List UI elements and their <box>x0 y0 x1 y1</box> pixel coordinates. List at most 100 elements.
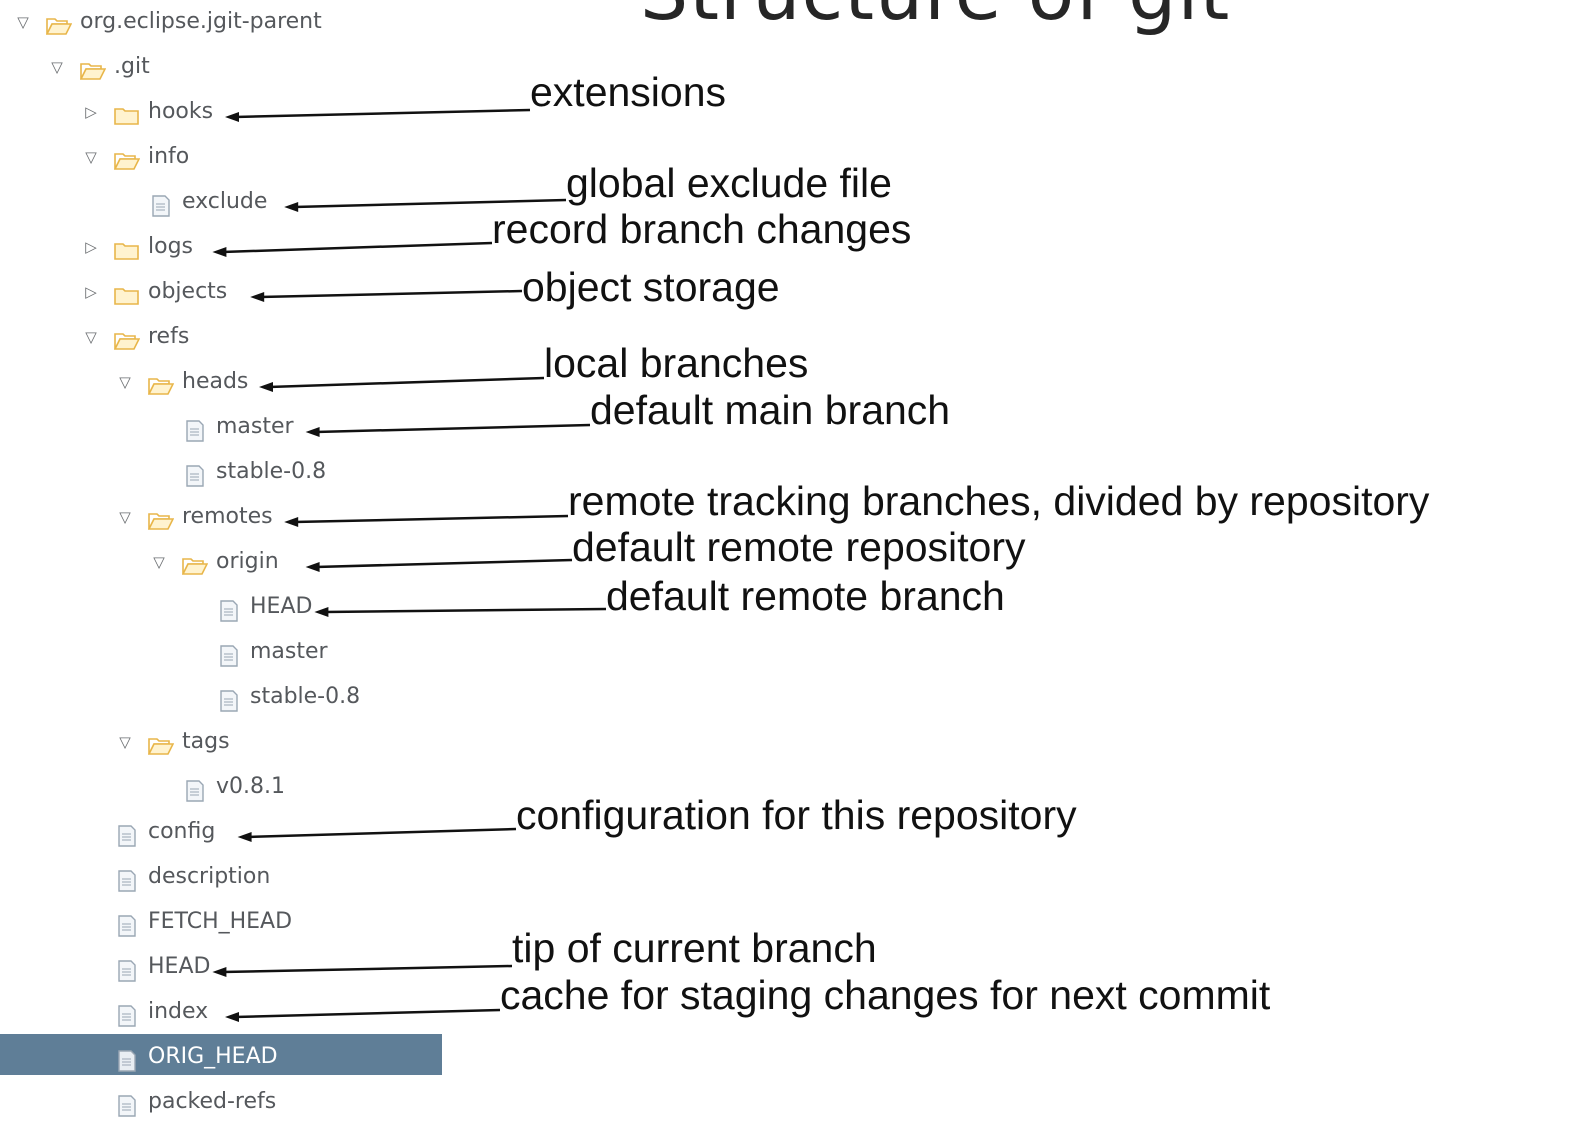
tree-item-root[interactable]: ▽ org.eclipse.jgit-parent <box>0 2 442 42</box>
collapse-toggle-icon[interactable]: ▽ <box>119 508 131 526</box>
tree-item-label: ORIG_HEAD <box>148 1044 278 1069</box>
annotation-exclude: global exclude file <box>566 160 892 206</box>
selection-highlight <box>0 1034 442 1075</box>
tree-item-label: HEAD <box>148 954 211 979</box>
collapse-toggle-icon[interactable]: ▽ <box>119 733 131 751</box>
file-icon <box>182 416 208 442</box>
tree-item-hooks[interactable]: ▷ hooks <box>0 92 442 132</box>
file-icon <box>114 1046 140 1072</box>
folder-open-icon <box>113 326 141 350</box>
folder-open-icon <box>147 731 175 755</box>
expand-toggle-icon[interactable]: ▷ <box>85 238 97 256</box>
tree-item-originmaster[interactable]: master <box>0 632 442 672</box>
tree-item-label: packed-refs <box>148 1089 277 1114</box>
collapse-toggle-icon[interactable]: ▽ <box>17 13 29 31</box>
folder-open-icon <box>181 551 209 575</box>
tree-item-refs[interactable]: ▽ refs <box>0 317 442 357</box>
file-icon <box>114 866 140 892</box>
folder-open-icon <box>147 371 175 395</box>
file-icon <box>114 1091 140 1117</box>
tree-item-label: index <box>148 999 209 1024</box>
tree-item-logs[interactable]: ▷ logs <box>0 227 442 267</box>
tree-item-config[interactable]: config <box>0 812 442 852</box>
tree-item-label: origin <box>216 549 279 574</box>
tree-item-label: v0.8.1 <box>216 774 285 799</box>
tree-item-label: FETCH_HEAD <box>148 909 293 934</box>
tree-item-description[interactable]: description <box>0 857 442 897</box>
tree-item-packedrefs[interactable]: packed-refs <box>0 1082 442 1122</box>
annotation-hooks: extensions <box>530 69 727 115</box>
file-icon <box>182 776 208 802</box>
tree-item-label: master <box>216 414 294 439</box>
annotation-originhead: default remote branch <box>606 573 1005 619</box>
annotation-heads: local branches <box>544 340 809 386</box>
tree-item-label: hooks <box>148 99 214 124</box>
folder-open-icon <box>113 146 141 170</box>
tree-item-originhead[interactable]: HEAD <box>0 587 442 627</box>
tree-item-label: master <box>250 639 328 664</box>
file-icon <box>114 821 140 847</box>
folder-open-icon <box>147 506 175 530</box>
tree-item-git[interactable]: ▽.git <box>0 47 442 87</box>
tree-item-exclude[interactable]: exclude <box>0 182 442 222</box>
tree-item-remotes[interactable]: ▽ remotes <box>0 497 442 537</box>
collapse-toggle-icon[interactable]: ▽ <box>85 148 97 166</box>
tree-item-tags[interactable]: ▽ tags <box>0 722 442 762</box>
tree-item-heads[interactable]: ▽ heads <box>0 362 442 402</box>
tree-item-label: info <box>148 144 190 169</box>
folder-icon <box>114 236 140 260</box>
folder-icon <box>114 281 140 305</box>
file-icon <box>216 596 242 622</box>
tree-item-label: refs <box>148 324 190 349</box>
collapse-toggle-icon[interactable]: ▽ <box>119 373 131 391</box>
tree-item-label: tags <box>182 729 230 754</box>
tree-item-stable08[interactable]: stable-0.8 <box>0 452 442 492</box>
tree-item-fetchhead[interactable]: FETCH_HEAD <box>0 902 442 942</box>
annotation-master: default main branch <box>590 387 951 433</box>
annotation-index: cache for staging changes for next commi… <box>500 972 1271 1018</box>
tree-item-head[interactable]: HEAD <box>0 947 442 987</box>
annotation-logs: record branch changes <box>492 206 912 252</box>
tree-item-v081[interactable]: v0.8.1 <box>0 767 442 807</box>
tree-item-label: logs <box>148 234 193 259</box>
file-tree: ▽ org.eclipse.jgit-parent ▽.git ▷ hooks ▽ info… <box>0 0 442 1123</box>
collapse-toggle-icon[interactable]: ▽ <box>51 58 63 76</box>
expand-toggle-icon[interactable]: ▷ <box>85 283 97 301</box>
annotation-config: configuration for this repository <box>516 792 1077 838</box>
annotation-remotes: remote tracking branches, divided by rep… <box>568 478 1430 524</box>
file-icon <box>114 956 140 982</box>
file-icon <box>216 686 242 712</box>
tree-item-label: stable-0.8 <box>216 459 327 484</box>
tree-item-label: exclude <box>182 189 268 214</box>
expand-toggle-icon[interactable]: ▷ <box>85 103 97 121</box>
tree-item-label: org.eclipse.jgit-parent <box>80 9 322 34</box>
tree-item-label: config <box>148 819 216 844</box>
file-icon <box>114 911 140 937</box>
folder-open-icon <box>79 56 107 80</box>
tree-item-label: description <box>148 864 271 889</box>
file-icon <box>148 191 174 217</box>
folder-open-icon <box>45 11 73 35</box>
collapse-toggle-icon[interactable]: ▽ <box>85 328 97 346</box>
tree-item-master[interactable]: master <box>0 407 442 447</box>
tree-item-label: objects <box>148 279 228 304</box>
file-icon <box>114 1001 140 1027</box>
tree-item-label: stable-0.8 <box>250 684 361 709</box>
slide-title: Structure of git <box>640 0 1230 37</box>
file-icon <box>182 461 208 487</box>
tree-item-origin[interactable]: ▽ origin <box>0 542 442 582</box>
collapse-toggle-icon[interactable]: ▽ <box>153 553 165 571</box>
tree-item-label: remotes <box>182 504 273 529</box>
tree-item-label: heads <box>182 369 249 394</box>
tree-item-index[interactable]: index <box>0 992 442 1032</box>
file-icon <box>216 641 242 667</box>
tree-item-info[interactable]: ▽ info <box>0 137 442 177</box>
tree-item-objects[interactable]: ▷ objects <box>0 272 442 312</box>
annotation-objects: object storage <box>522 264 780 310</box>
tree-item-label: HEAD <box>250 594 313 619</box>
annotation-origin: default remote repository <box>572 524 1026 570</box>
tree-item-originstable[interactable]: stable-0.8 <box>0 677 442 717</box>
annotation-head: tip of current branch <box>512 925 877 971</box>
folder-icon <box>114 101 140 125</box>
tree-item-orighead[interactable]: ORIG_HEAD <box>0 1037 442 1077</box>
